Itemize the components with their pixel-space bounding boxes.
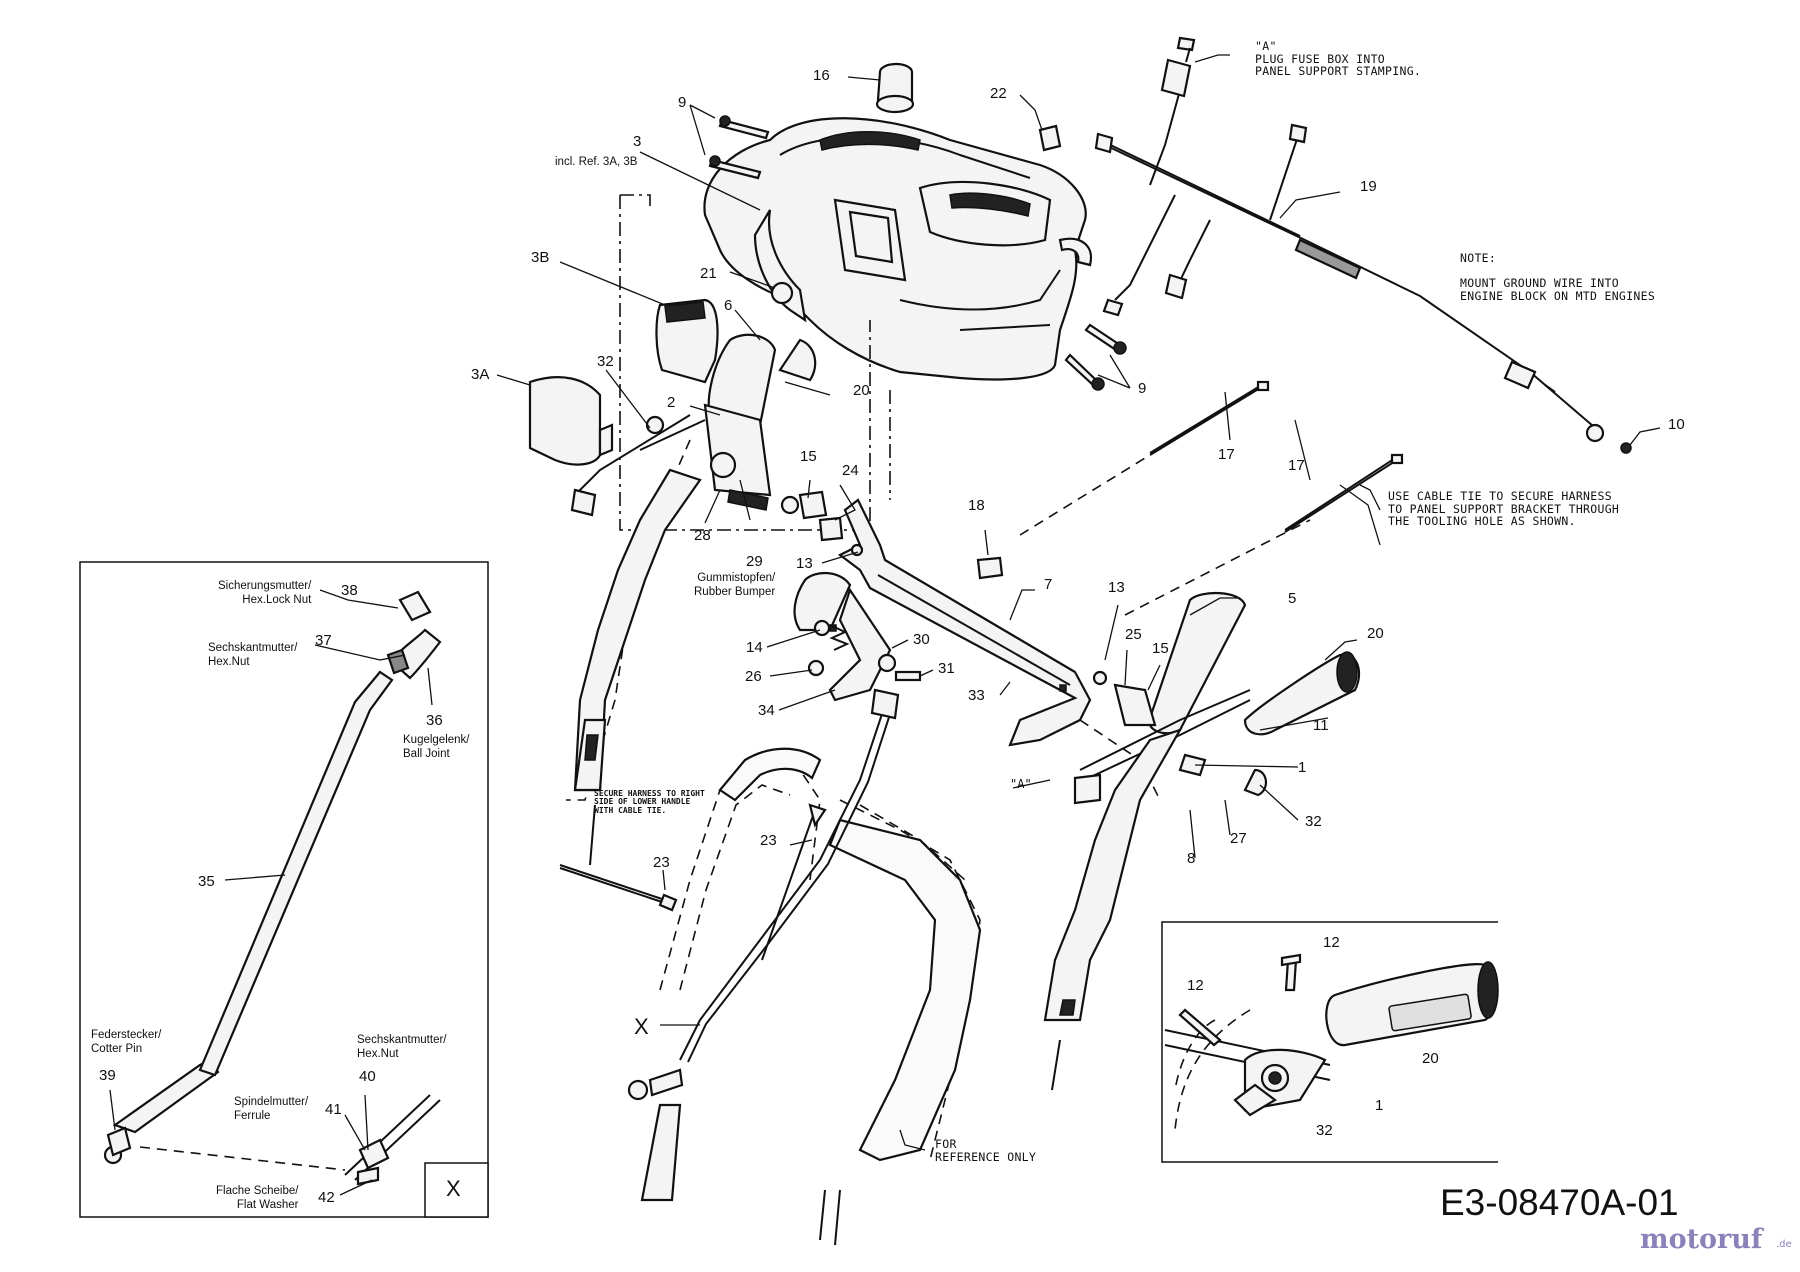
note-secure-harness: SECURE HARNESS TO RIGHT SIDE OF LOWER HA… — [594, 789, 705, 815]
callout-16: 16 — [813, 67, 830, 84]
callout-15b: 15 — [1152, 640, 1169, 657]
label-38: Sicherungsmutter/ Hex.Lock Nut — [218, 580, 312, 606]
inset-box-label: X — [446, 1176, 461, 1201]
cover-3a — [528, 376, 614, 466]
diagram-code: E3-08470A-01 — [1440, 1182, 1679, 1223]
callout-39: 39 — [99, 1067, 116, 1084]
callout-14: 14 — [746, 639, 763, 656]
callout-13b: 13 — [1108, 579, 1125, 596]
callout-1b: 1 — [1375, 1097, 1384, 1114]
callout-15: 15 — [800, 448, 817, 465]
callout-22: 22 — [990, 85, 1007, 102]
callout-25: 25 — [1125, 626, 1142, 643]
callout-9b: 9 — [1138, 380, 1147, 397]
wire-harness-19 — [1094, 36, 1601, 433]
leaders — [496, 54, 1661, 1151]
callout-1: 1 — [1298, 759, 1307, 776]
right-lower-handle — [1043, 728, 1183, 1091]
callout-3: 3 — [633, 133, 642, 150]
callout-12b: 12 — [1187, 977, 1204, 994]
left-handle — [566, 439, 702, 801]
callout-34: 34 — [758, 702, 775, 719]
cover-3b — [655, 298, 719, 384]
callout-18: 18 — [968, 497, 985, 514]
bolt-10 — [1585, 423, 1632, 454]
knob-16 — [875, 62, 915, 114]
callout-6: 6 — [724, 297, 733, 314]
note-ground-wire: NOTE: MOUNT GROUND WIRE INTO ENGINE BLOC… — [1460, 251, 1656, 303]
inset-x-box — [79, 561, 489, 1218]
callout-x: X — [634, 1014, 649, 1039]
label-37: Sechskantmutter/ Hex.Nut — [208, 642, 298, 668]
callout-28: 28 — [694, 527, 711, 544]
callout-20c: 20 — [1422, 1050, 1439, 1067]
knob-21 — [770, 281, 794, 305]
callout-13: 13 — [796, 555, 813, 572]
callout-3-note: incl. Ref. 3A, 3B — [555, 156, 638, 168]
callout-17: 17 — [1218, 446, 1235, 463]
callout-33: 33 — [968, 687, 985, 704]
cable-ties-17 — [1149, 380, 1404, 533]
callout-32c: 32 — [1316, 1122, 1333, 1139]
label-40: Sechskantmutter/ Hex.Nut — [357, 1034, 447, 1060]
callout-2: 2 — [667, 394, 676, 411]
callout-19: 19 — [1360, 178, 1377, 195]
clip-22 — [1038, 124, 1062, 152]
callout-3a: 3A — [471, 366, 490, 383]
watermark-ext: .de — [1776, 1239, 1792, 1250]
callout-24: 24 — [842, 462, 859, 479]
callout-a: "A" — [1010, 777, 1032, 791]
callout-5: 5 — [1288, 590, 1297, 607]
callout-40: 40 — [359, 1068, 376, 1085]
watermark-logo: motoruf — [1640, 1224, 1763, 1255]
callout-20: 20 — [853, 382, 870, 399]
callout-23: 23 — [653, 854, 670, 871]
note-fuse-box: "A" PLUG FUSE BOX INTO PANEL SUPPORT STA… — [1255, 39, 1422, 79]
cable-tie-23 — [559, 804, 678, 912]
callout-41: 41 — [325, 1101, 342, 1118]
label-39: Federstecker/ Cotter Pin — [91, 1029, 162, 1055]
callout-17b: 17 — [1288, 457, 1305, 474]
callout-23b: 23 — [760, 832, 777, 849]
callout-31: 31 — [938, 660, 955, 677]
callout-10: 10 — [1668, 416, 1685, 433]
right-upper-handle — [1073, 591, 1361, 805]
callout-11: 11 — [1313, 717, 1329, 734]
shift-rod-x — [627, 688, 900, 1202]
screws-9 — [708, 115, 1127, 391]
callout-3b: 3B — [531, 249, 550, 266]
bumpers-24-15 — [780, 490, 844, 542]
inset-lever-box — [1161, 921, 1499, 1163]
callout-9: 9 — [678, 94, 687, 111]
label-36: Kugelgelenk/ Ball Joint — [403, 734, 470, 760]
callout-12: 12 — [1323, 934, 1340, 951]
label-42: Flache Scheibe/ Flat Washer — [216, 1185, 299, 1211]
callout-29: 29 — [746, 553, 763, 570]
label-rubber-bumper: Gummistopfen/ Rubber Bumper — [694, 572, 776, 598]
callout-38: 38 — [341, 582, 358, 599]
callout-26: 26 — [745, 668, 762, 685]
callout-20b: 20 — [1367, 625, 1384, 642]
callout-32: 32 — [597, 353, 614, 370]
callout-36: 36 — [426, 712, 443, 729]
note-reference-only: FOR REFERENCE ONLY — [935, 1137, 1037, 1164]
callout-37: 37 — [315, 632, 332, 649]
callout-7: 7 — [1044, 576, 1053, 593]
reference-handle — [659, 747, 982, 1246]
callout-27: 27 — [1230, 830, 1247, 847]
spring-26 — [807, 619, 922, 682]
callout-21: 21 — [700, 265, 717, 282]
callout-42: 42 — [318, 1189, 335, 1206]
label-41: Spindelmutter/ Ferrule — [234, 1096, 309, 1122]
callout-30: 30 — [913, 631, 930, 648]
callout-35: 35 — [198, 873, 215, 890]
callout-8: 8 — [1187, 850, 1196, 867]
handle-tube-6 — [703, 333, 817, 511]
note-cable-tie: USE CABLE TIE TO SECURE HARNESS TO PANEL… — [1388, 489, 1620, 529]
callout-32b: 32 — [1305, 813, 1322, 830]
fuse-block-18 — [976, 556, 1004, 580]
